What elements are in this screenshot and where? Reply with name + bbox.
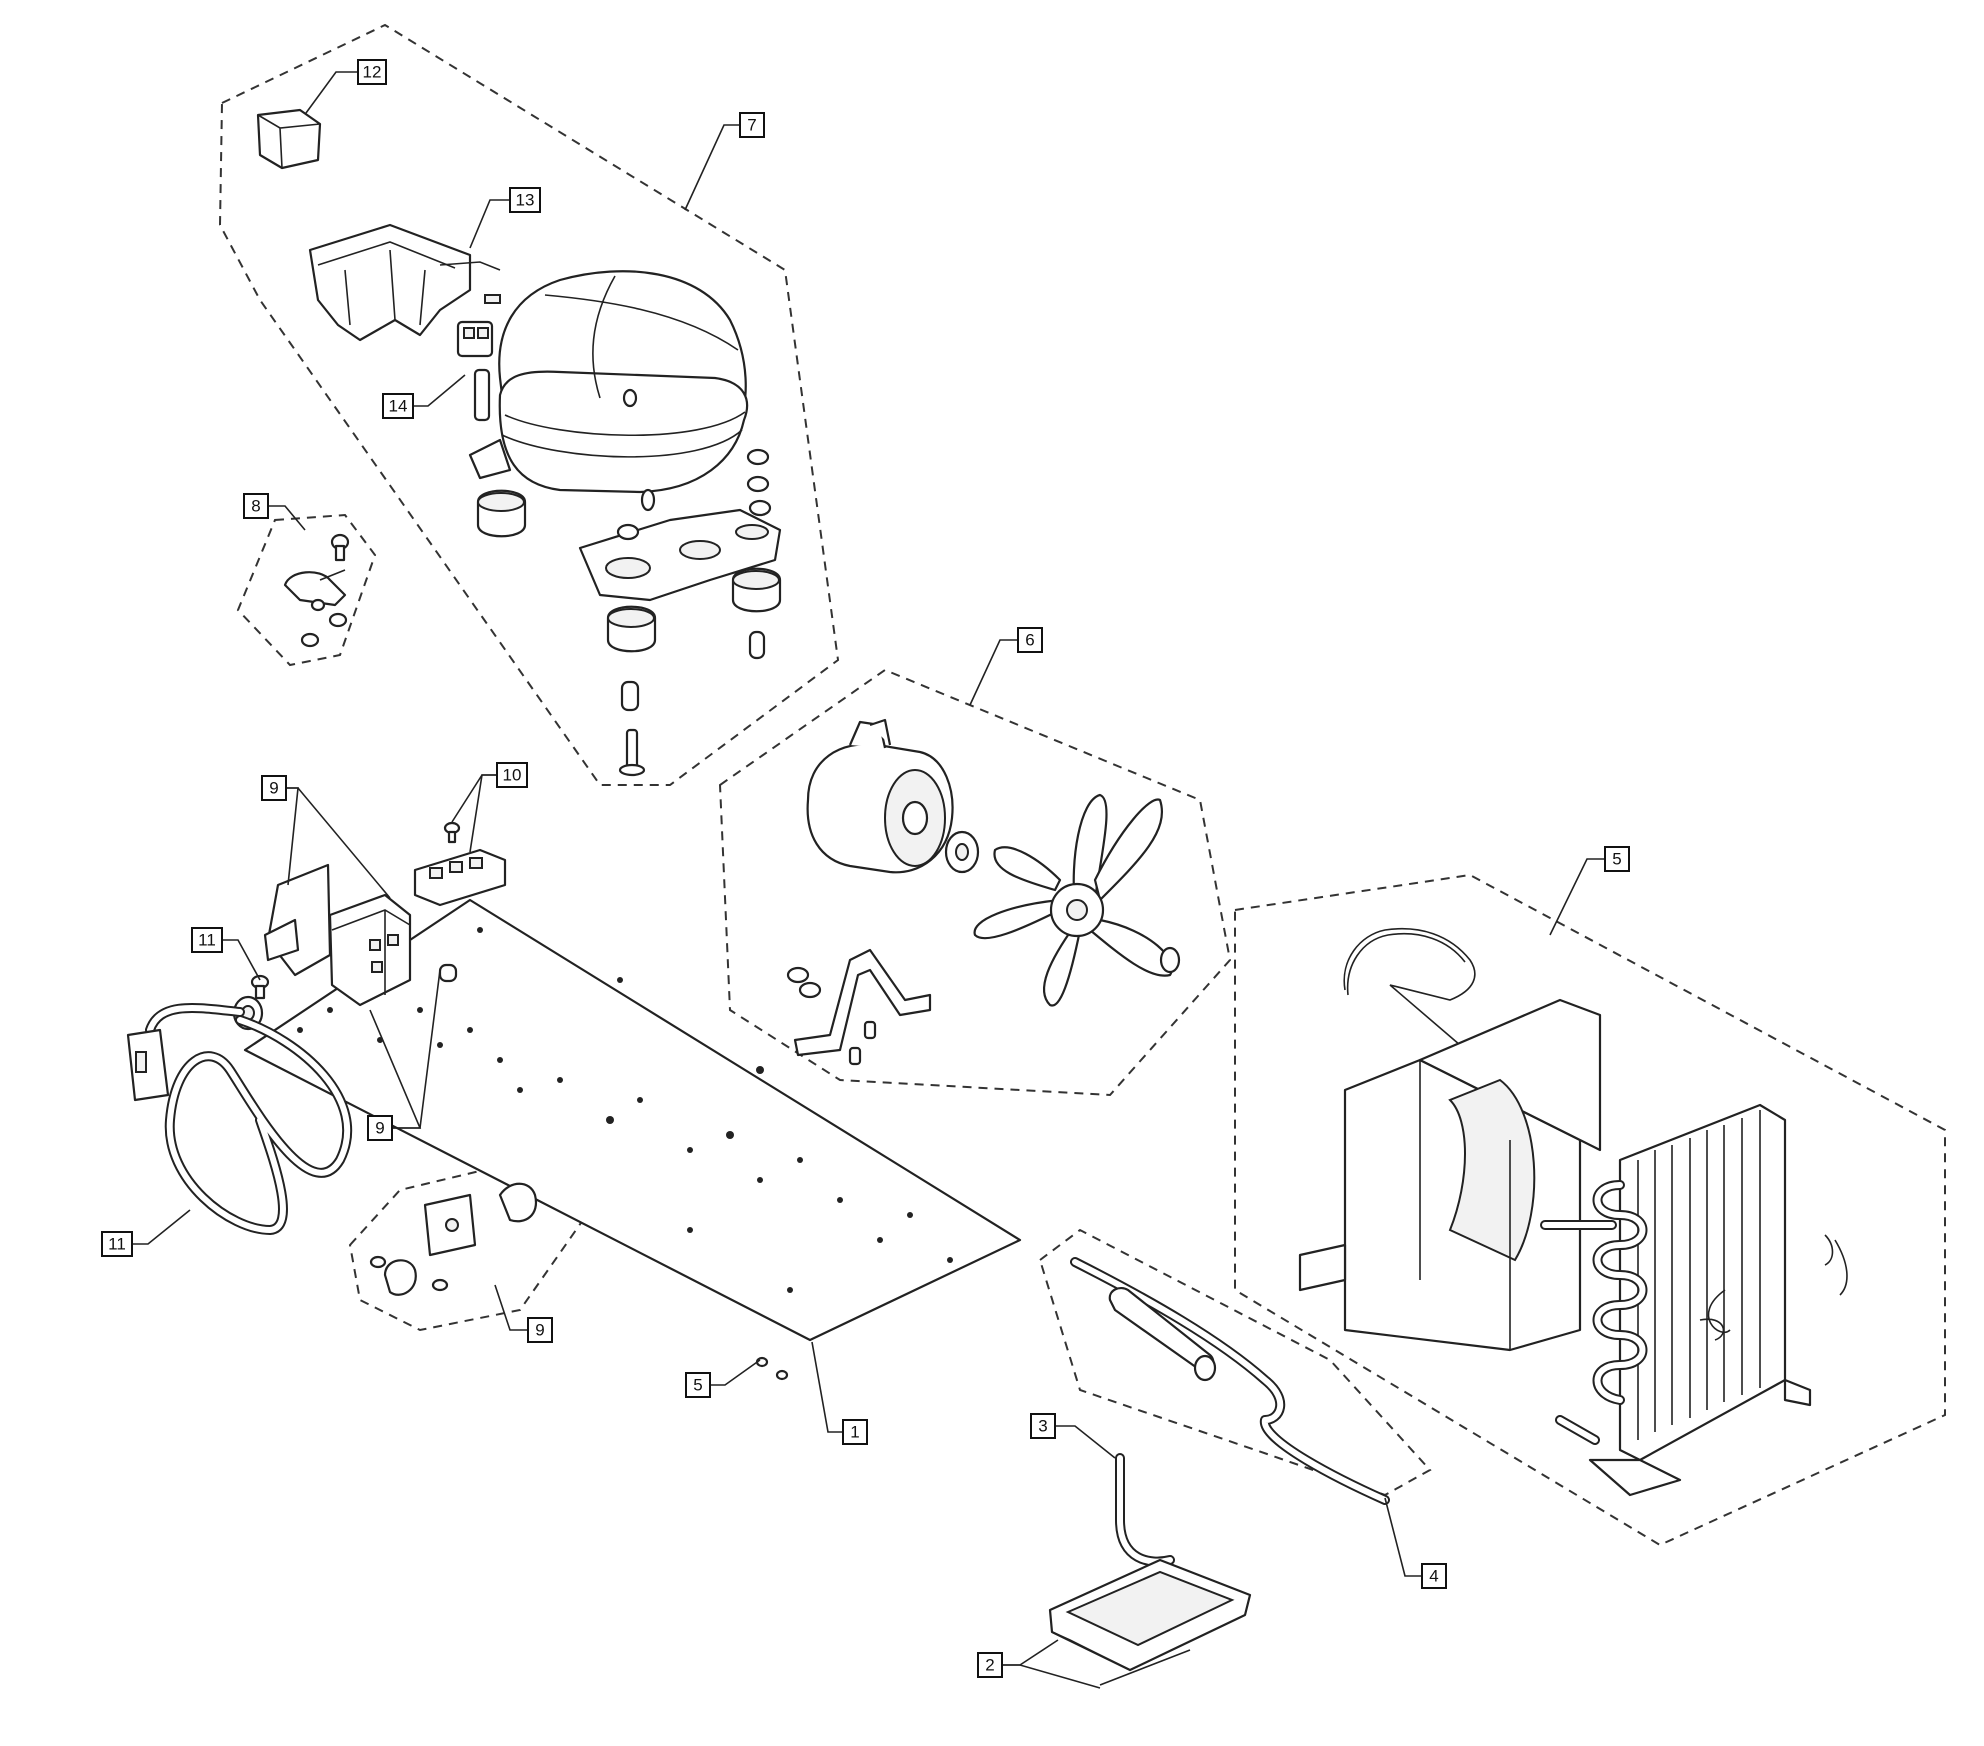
callout-10-label: 10 (503, 766, 522, 785)
callout-4-label: 4 (1429, 1567, 1438, 1586)
terminal-strip-part (413, 821, 507, 907)
overload-cover-part (256, 108, 322, 170)
relay-kit-part (283, 533, 350, 648)
callout-1: 1 (842, 1419, 868, 1445)
callout-12: 12 (357, 59, 387, 85)
electrical-box-part (263, 863, 412, 1007)
terminal-bracket-part (308, 223, 501, 342)
callout-9-lower: 9 (527, 1317, 553, 1343)
group-outline-compressor (218, 23, 840, 786)
callout-11-lower: 11 (101, 1231, 133, 1257)
fan-motor-bracket (786, 946, 1181, 1066)
callout-14: 14 (382, 393, 414, 419)
group-outline-control-kit (348, 1163, 592, 1332)
filter-drier-part (1070, 1257, 1390, 1505)
callout-2: 2 (977, 1652, 1003, 1678)
callout-4: 4 (1421, 1563, 1447, 1589)
callout-7: 7 (739, 112, 765, 138)
callout-11-upper: 11 (191, 927, 223, 953)
mounting-pins (618, 630, 766, 777)
fan-blade-part (973, 793, 1173, 1007)
callout-10: 10 (496, 762, 528, 788)
callout-1-label: 1 (850, 1423, 859, 1442)
callout-8: 8 (243, 493, 269, 519)
callout-6: 6 (1017, 627, 1043, 653)
group-outline-fan-motor (718, 668, 1232, 1097)
compressor-part (484, 270, 749, 512)
callout-11-upper-label: 11 (198, 931, 216, 950)
callout-9-middle: 9 (367, 1115, 393, 1141)
callout-9-upper-label: 9 (269, 779, 278, 798)
drain-pan-part (1048, 1558, 1252, 1686)
callout-5-condenser-label: 5 (1612, 850, 1621, 869)
callout-5-plate: 5 (685, 1372, 711, 1398)
callout-2-label: 2 (985, 1656, 994, 1675)
callout-12-label: 12 (363, 63, 382, 82)
fan-shaft-washer (944, 830, 980, 874)
condenser-shroud-part (1298, 998, 1602, 1352)
condenser-coil-part (1540, 1103, 1848, 1497)
group-outline-condenser (1234, 873, 1946, 1547)
power-cord-part (126, 1003, 352, 1235)
grommets (476, 448, 782, 653)
callout-14-label: 14 (389, 397, 408, 416)
callout-6-label: 6 (1025, 631, 1034, 650)
starter-relay-part (456, 320, 494, 422)
callout-5-plate-label: 5 (693, 1376, 702, 1395)
group-outline-drier (1038, 1228, 1432, 1497)
callout-3: 3 (1030, 1413, 1056, 1439)
callout-9-upper: 9 (261, 775, 287, 801)
callout-13: 13 (509, 187, 541, 213)
callout-8-label: 8 (251, 497, 260, 516)
callout-7-label: 7 (747, 116, 756, 135)
callout-5-condenser: 5 (1604, 846, 1630, 872)
capillary-tube-part (1343, 928, 1476, 1046)
callout-3-label: 3 (1038, 1417, 1047, 1436)
thermostat-control-part (369, 1182, 538, 1296)
drain-tube-part (1115, 1453, 1175, 1567)
callout-11-lower-label: 11 (108, 1235, 126, 1254)
plate-screws (755, 1356, 789, 1381)
callout-13-label: 13 (516, 191, 535, 210)
callout-9-middle-label: 9 (375, 1119, 384, 1138)
leader-lines (132, 71, 1605, 1689)
group-outline-relay-kit (236, 513, 377, 667)
fan-motor-part (806, 718, 954, 874)
callout-9-lower-label: 9 (535, 1321, 544, 1340)
